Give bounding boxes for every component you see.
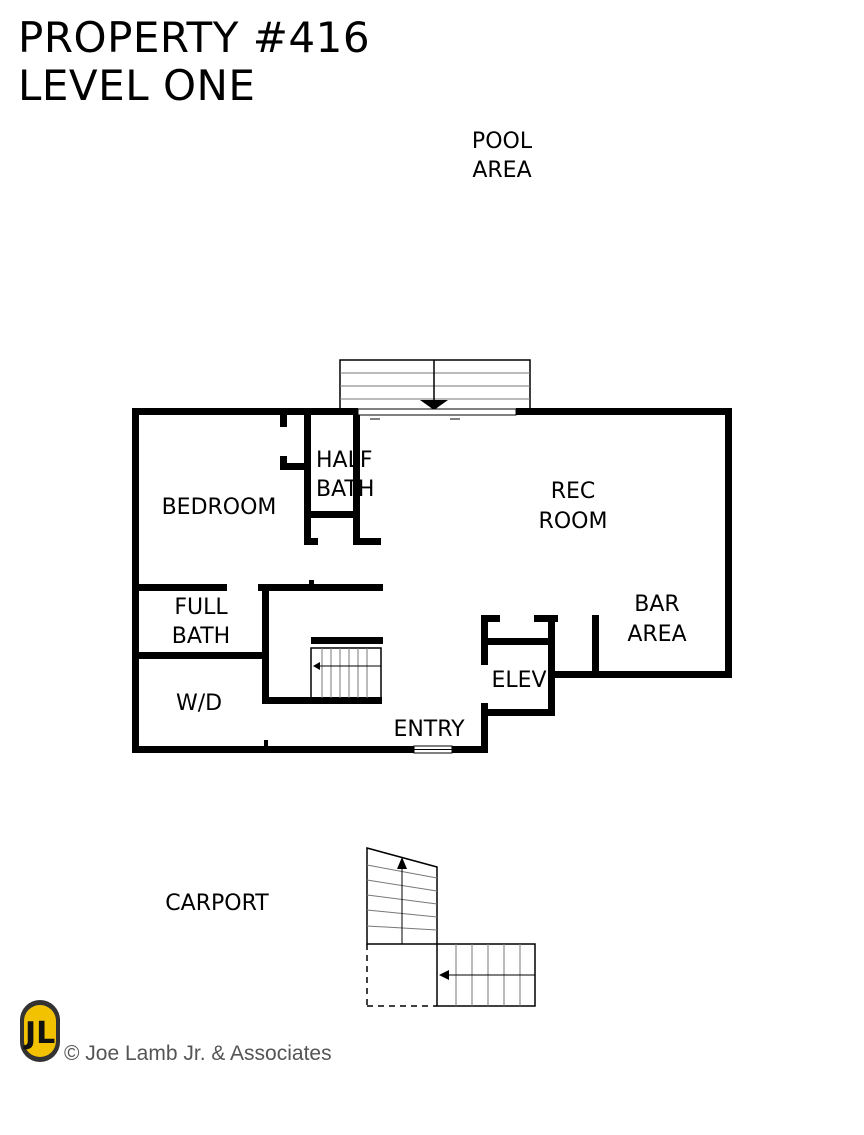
stair-hall-walls — [258, 580, 383, 748]
full-bath-walls — [132, 584, 267, 659]
entry-label: ENTRY — [393, 717, 465, 742]
half-bath-label-2: BATH — [316, 477, 374, 502]
washer-dryer-label: W/D — [176, 691, 222, 716]
pool-area-label-2: AREA — [472, 158, 531, 183]
bar-area-label-1: BAR — [634, 592, 679, 617]
logo-letters: JL — [23, 1016, 55, 1051]
carport-label: CARPORT — [165, 891, 269, 916]
interior-stairs — [310, 647, 382, 699]
bedroom-label: BEDROOM — [162, 495, 277, 520]
exterior-stairs — [366, 847, 536, 1007]
pool-area-label-1: POOL — [472, 129, 533, 154]
sliding-door — [357, 408, 517, 420]
half-bath-walls — [280, 415, 381, 545]
elevator-label: ELEV — [491, 668, 546, 693]
half-bath-label-1: HALF — [316, 448, 373, 473]
deck-stairs — [339, 359, 531, 413]
copyright-text: © Joe Lamb Jr. & Associates — [64, 1042, 332, 1065]
full-bath-label-1: FULL — [174, 595, 228, 620]
deck-stair-arrow-icon — [420, 400, 448, 410]
rec-room-label-1: REC — [551, 479, 596, 504]
exterior-stair-left-arrow-icon — [439, 970, 449, 980]
exterior-walls — [132, 408, 732, 753]
bar-area-label-2: AREA — [627, 622, 686, 647]
exterior-stair-up-arrow-icon — [397, 857, 407, 869]
interior-stair-arrow-icon — [313, 662, 320, 670]
property-title: PROPERTY #416 — [18, 13, 370, 62]
level-title: LEVEL ONE — [18, 61, 255, 110]
entry-door — [413, 745, 453, 754]
rec-room-label-2: ROOM — [539, 509, 608, 534]
jl-logo: JL — [20, 1000, 60, 1062]
full-bath-label-2: BATH — [172, 624, 230, 649]
elevator-walls — [481, 615, 599, 716]
